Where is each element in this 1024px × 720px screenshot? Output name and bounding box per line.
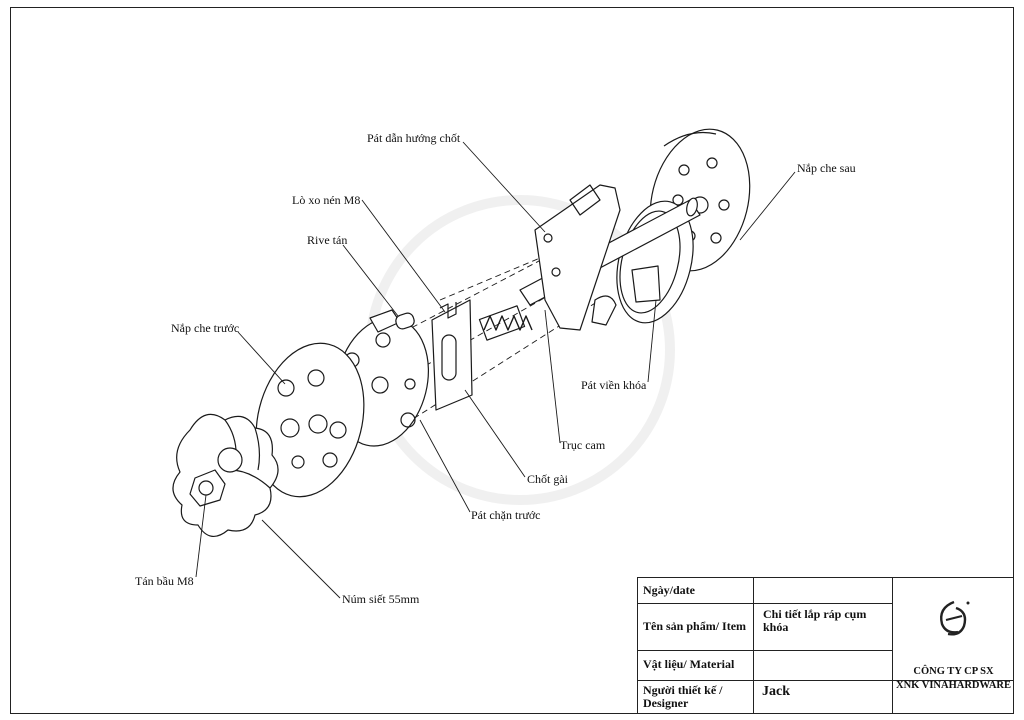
rivet-part (369, 309, 415, 348)
label-rivet: Rive tán (307, 233, 348, 247)
material-label: Vật liệu/ Material (643, 657, 735, 671)
label-lock-rim: Pát viền khóa (581, 378, 647, 392)
label-front-stop-plate: Pát chặn trước (471, 508, 541, 522)
title-block: Ngày/date Tên sản phẩm/ Item Chi tiết lắ… (637, 577, 1014, 714)
compression-spring-part (478, 305, 533, 341)
label-latch-pin: Chốt gài (527, 472, 568, 486)
date-label: Ngày/date (643, 583, 695, 597)
pin-guide-bracket-part (534, 184, 621, 331)
designer-label: Người thiết kế / Designer (643, 683, 723, 710)
label-cap-nut: Tán bầu M8 (135, 574, 194, 588)
label-pin-guide-bracket: Pát dẫn hướng chốt (367, 131, 461, 145)
label-cam-shaft: Trục cam (560, 438, 606, 452)
product-label: Tên sản phẩm/ Item (643, 619, 747, 633)
leader-lines (195, 141, 796, 599)
label-front-cover: Nắp che trước (171, 321, 240, 335)
label-rear-cover: Nắp che sau (797, 161, 856, 175)
drawing-frame (10, 7, 1014, 714)
product-value: Chi tiết lắp ráp cụm khóa (763, 607, 867, 634)
label-knob: Núm siết 55mm (342, 592, 420, 606)
latch-pin-part (431, 299, 473, 411)
designer-value: Jack (762, 684, 790, 699)
company-logo-icon (940, 600, 970, 636)
company-name-line2: XNK VINAHARDWARE (895, 680, 1012, 691)
knob-part (172, 413, 279, 537)
company-name-line1: CÔNG TY CP SX (913, 666, 994, 677)
label-compression-spring: Lò xo nén M8 (292, 193, 361, 207)
